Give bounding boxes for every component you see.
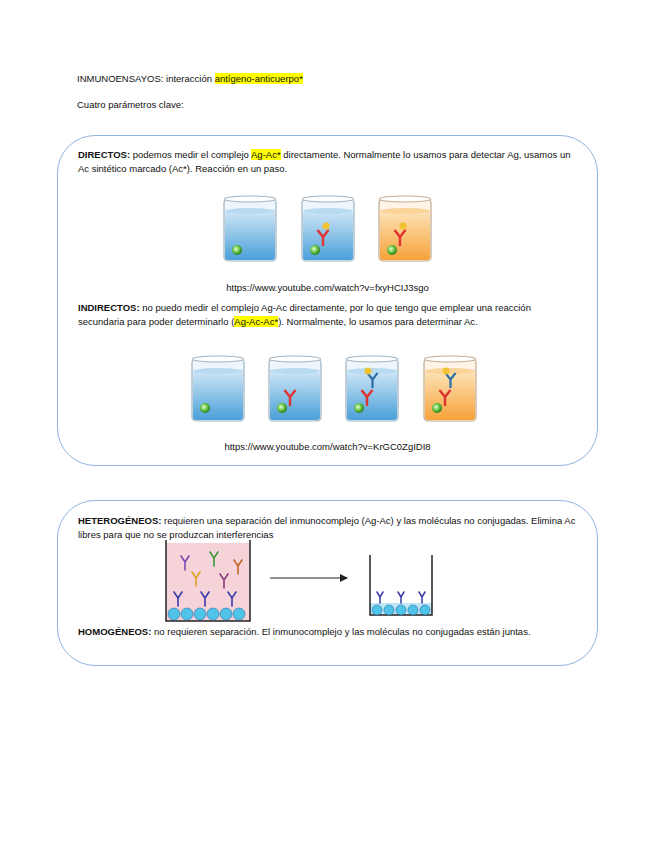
term-heading: INDIRECTOS: xyxy=(78,302,140,313)
rounded-panel: HETEROGÉNEOS: requieren una separación d… xyxy=(57,500,598,666)
term-heading: DIRECTOS: xyxy=(78,149,130,160)
paragraph: https://www.youtube.com/watch?v=KrGC0ZgI… xyxy=(78,440,577,454)
heading-text: INMUNOENSAYOS: interacción xyxy=(77,73,212,84)
paragraph: HETEROGÉNEOS: requieren una separación d… xyxy=(78,514,577,542)
term-heading: HETEROGÉNEOS: xyxy=(78,515,161,526)
heading-text: antígeno-anticuerpo* xyxy=(215,73,303,84)
link-text: https://www.youtube.com/watch?v=KrGC0ZgI… xyxy=(224,441,430,452)
body-text: Ag-Ac-Ac* xyxy=(234,316,278,327)
body-text: podemos medir el complejo xyxy=(133,149,249,160)
header-row: Cuatro parámetros clave: xyxy=(77,98,597,112)
body-text: ). Normalmente, lo usamos para determina… xyxy=(278,316,478,327)
body-text: no requieren separación. El inmunocomple… xyxy=(154,626,531,637)
paragraph: DIRECTOS: podemos medir el complejo Ag-A… xyxy=(78,148,577,176)
paragraph: INDIRECTOS: no puedo medir el complejo A… xyxy=(78,301,577,329)
header: INMUNOENSAYOS: interacción antígeno-anti… xyxy=(77,72,597,124)
link-text: https://www.youtube.com/watch?v=fxyHCIJ3… xyxy=(226,282,429,293)
body-text: Ag-Ac* xyxy=(251,149,281,160)
rounded-panel: DIRECTOS: podemos medir el complejo Ag-A… xyxy=(57,135,598,466)
header-row: INMUNOENSAYOS: interacción antígeno-anti… xyxy=(77,72,597,86)
heading-text: Cuatro parámetros clave: xyxy=(77,99,184,110)
paragraph: HOMOGÉNEOS: no requieren separación. El … xyxy=(78,625,577,639)
term-heading: HOMOGÉNEOS: xyxy=(78,626,151,637)
paragraph: https://www.youtube.com/watch?v=fxyHCIJ3… xyxy=(78,281,577,295)
